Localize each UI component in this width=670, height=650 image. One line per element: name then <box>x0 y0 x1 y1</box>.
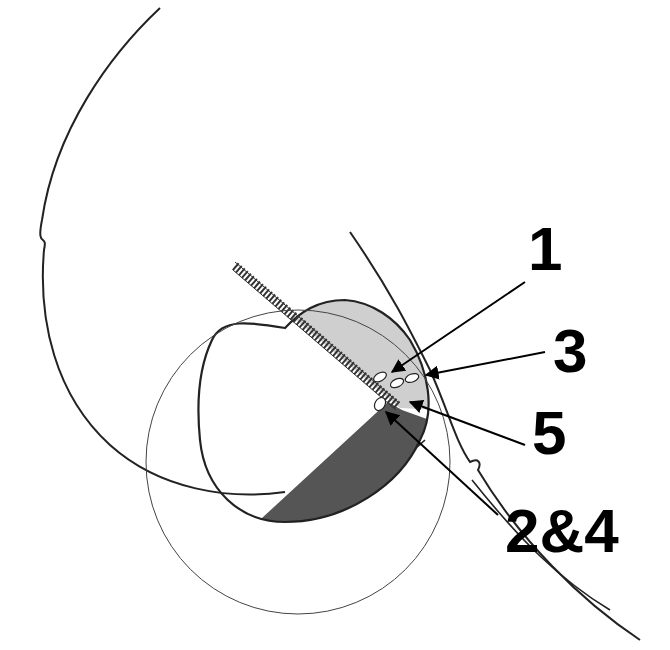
callout-number: 5 <box>532 402 566 464</box>
leader-arrow <box>392 282 525 372</box>
small-oval <box>372 370 388 384</box>
hatched-band <box>233 270 396 410</box>
leader-arrow <box>386 412 498 515</box>
small-oval <box>389 376 405 389</box>
reference-circle <box>146 310 450 614</box>
outer-contour <box>40 8 285 495</box>
callout-number: 1 <box>528 218 562 280</box>
leader-arrow <box>426 352 545 375</box>
leader-arrow <box>410 402 525 445</box>
socket-outline <box>199 300 429 522</box>
callout-number: 3 <box>553 320 587 382</box>
hatched-band <box>235 262 398 402</box>
small-oval <box>404 372 420 384</box>
hatched-band <box>235 266 398 406</box>
small-oval <box>372 395 388 412</box>
callout-number: 2&4 <box>505 500 619 562</box>
